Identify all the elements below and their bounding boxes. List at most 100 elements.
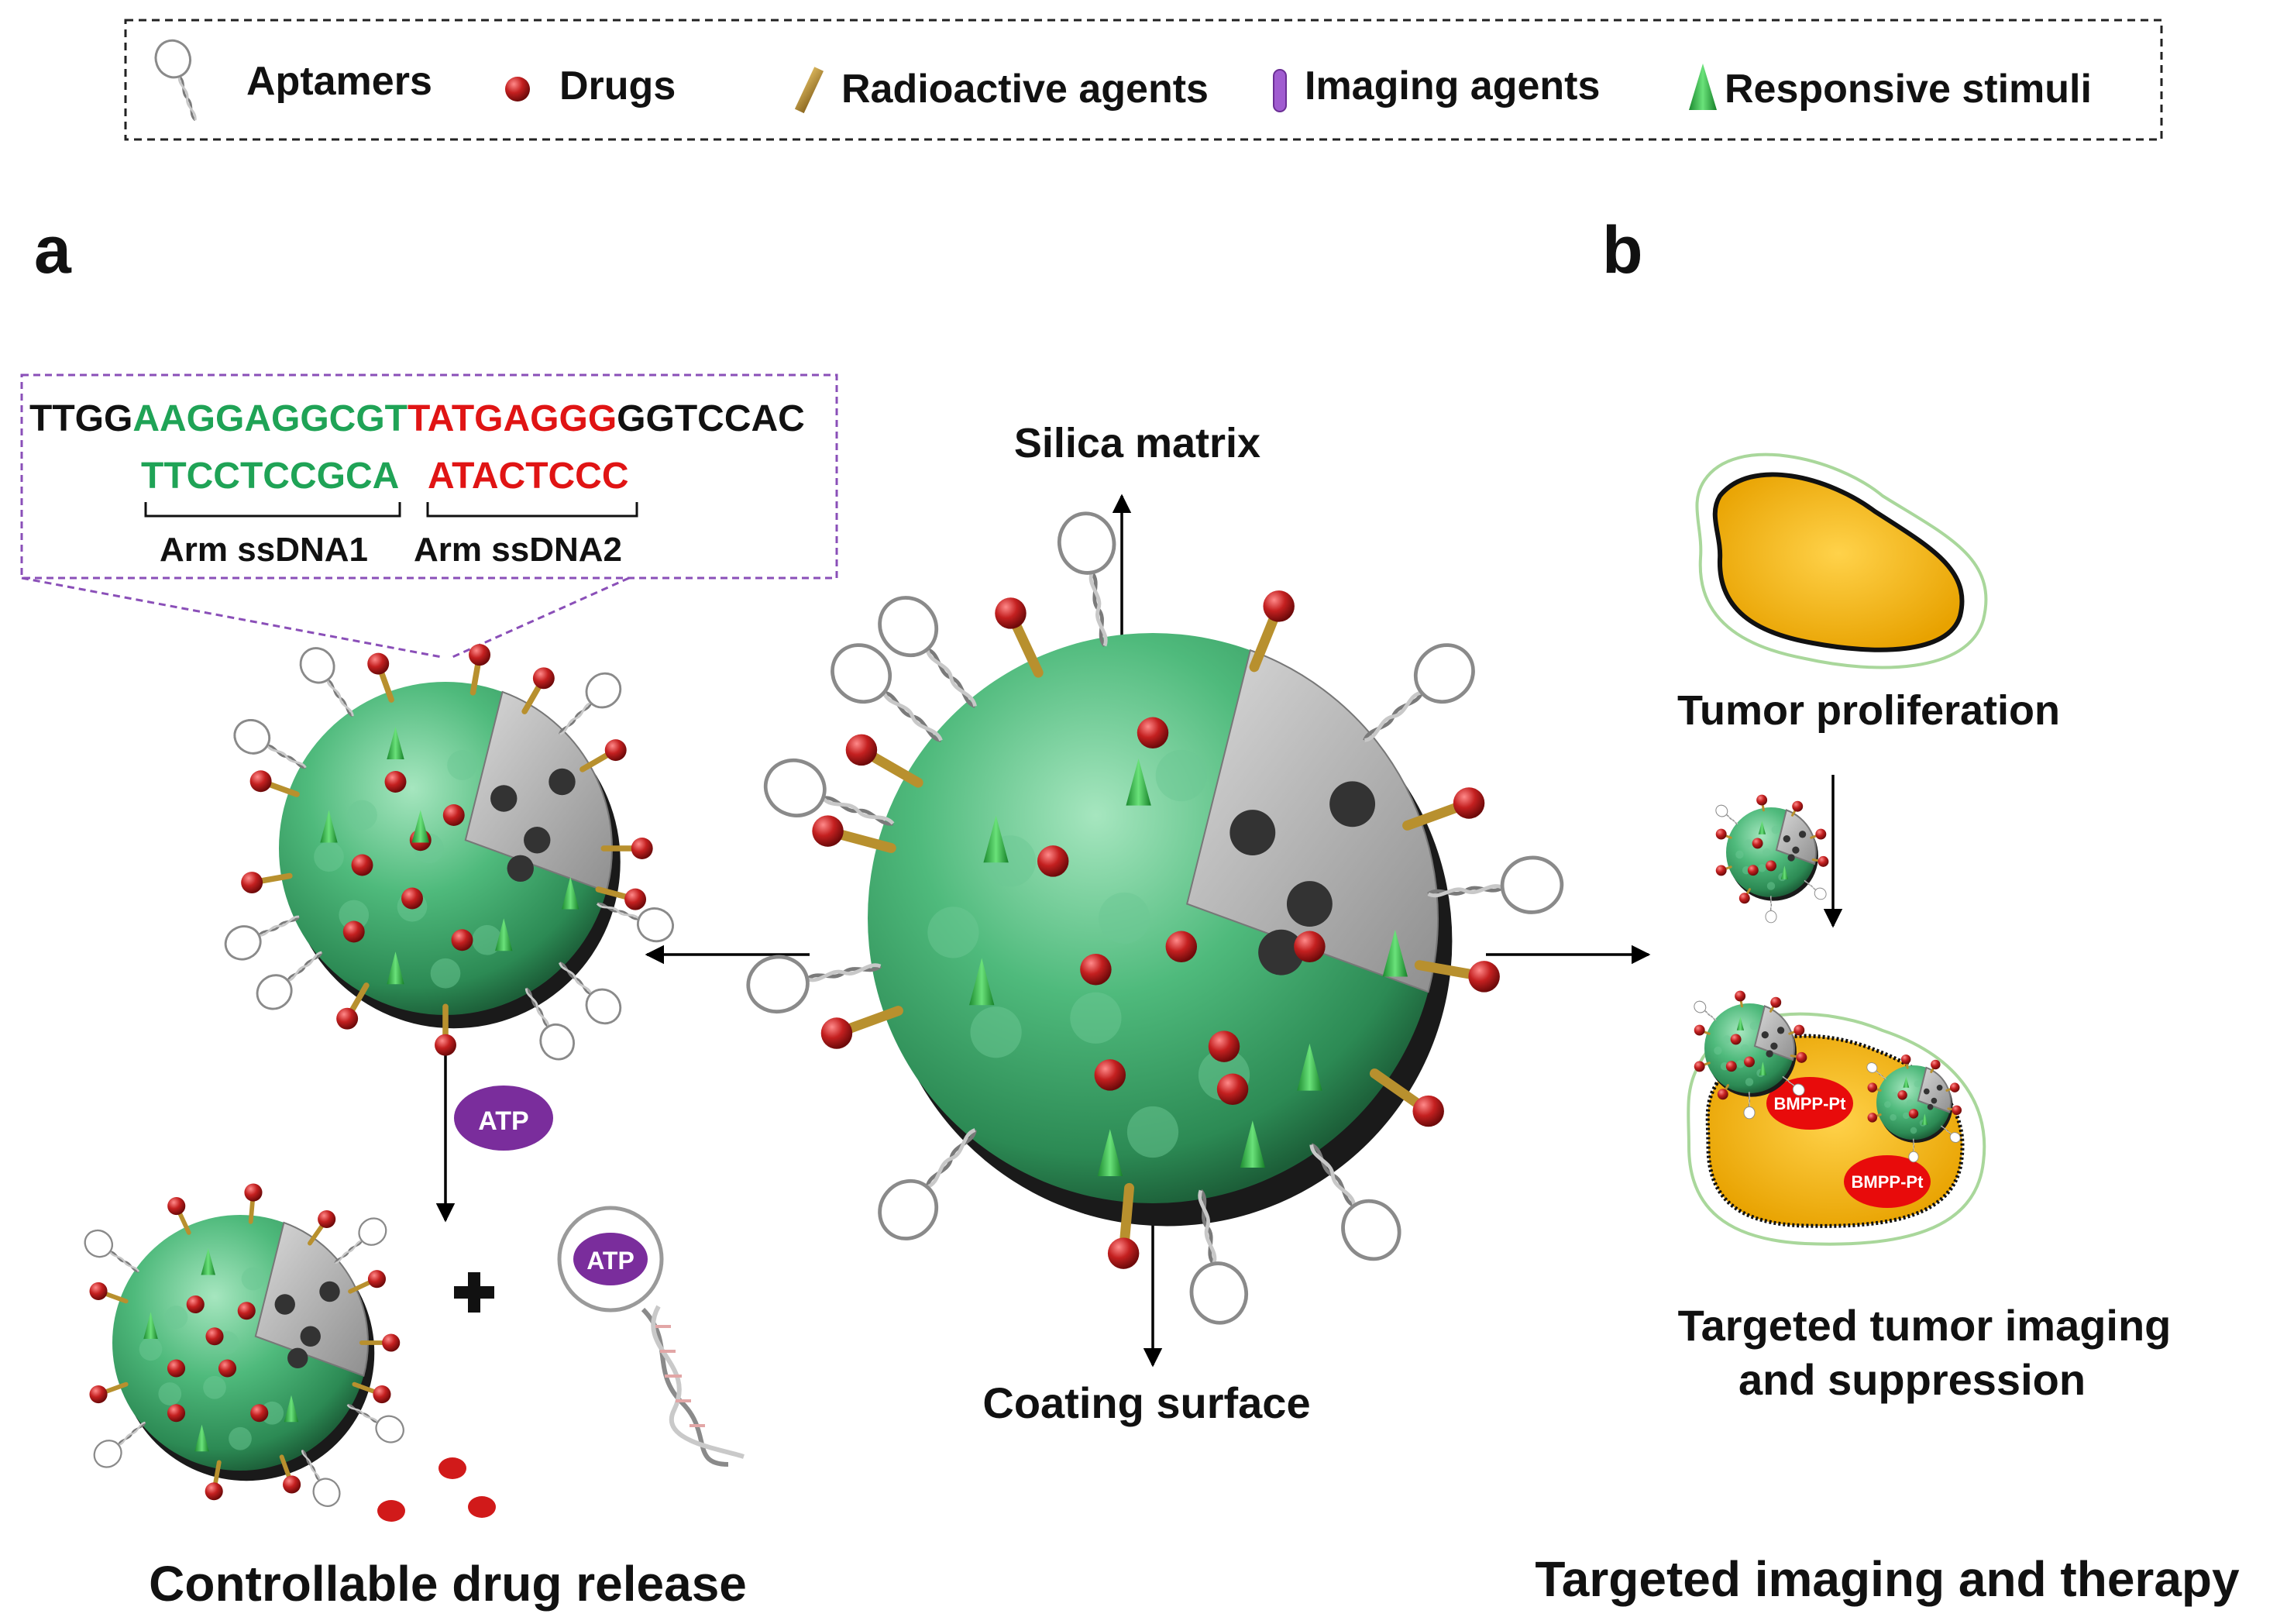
nanoparticle-center	[744, 509, 1564, 1327]
tumor-proliferation-graphic	[1695, 452, 1988, 669]
capped-drug	[1952, 1105, 1962, 1116]
targeted-tumor-line1: Targeted tumor imaging	[1678, 1301, 2172, 1350]
capped-drug	[469, 644, 491, 666]
responsive-stimulus	[143, 1312, 158, 1340]
arm1-label: Arm ssDNA1	[160, 531, 368, 569]
wedge-pore	[507, 855, 534, 883]
responsive-stimulus	[387, 727, 404, 759]
tumor-body	[1712, 472, 1965, 652]
sphere-pore	[1884, 1101, 1891, 1108]
drug-molecule	[1080, 954, 1112, 986]
drug-molecule	[1165, 931, 1198, 963]
responsive-stimulus	[1758, 821, 1766, 834]
capped-drug	[624, 888, 647, 910]
tumor-outer-membrane-targeted	[1687, 1012, 1986, 1246]
wedge-pore	[1766, 1050, 1773, 1058]
responsive-stimulus	[1097, 1129, 1123, 1177]
capped-drug	[1738, 893, 1750, 904]
sphere-pore	[1745, 1078, 1754, 1086]
capped-drug	[604, 739, 627, 762]
bmpp-pt-ellipse	[1844, 1155, 1931, 1208]
atp-bound-label: ATP	[586, 1247, 635, 1275]
aptamer	[547, 665, 629, 747]
capped-drug	[1931, 1059, 1941, 1070]
capped-drug	[1900, 1054, 1911, 1065]
capped-drug	[1949, 1082, 1960, 1092]
wedge-pore	[1229, 810, 1276, 856]
responsive-stimulus	[1780, 865, 1789, 879]
capped-drug	[1107, 1237, 1140, 1269]
capped-drug	[241, 872, 263, 894]
seq-bottom-red: ATACTCCC	[428, 456, 629, 497]
sequence-box: TTGGAAGGAGGCGTTATGAGGGGGTCCAC TTCCTCCGCA…	[20, 373, 838, 659]
drug-molecule	[237, 1302, 256, 1320]
wedge-pore	[1787, 854, 1795, 862]
legend-stimuli-label: Responsive stimuli	[1725, 67, 2092, 112]
legend-imaging-label: Imaging agents	[1305, 64, 1600, 108]
nanoparticle-bound-2	[1864, 1054, 1963, 1163]
wedge-pore	[319, 1281, 340, 1302]
panel-label-a: a	[34, 213, 72, 287]
sphere-pore	[164, 1306, 188, 1329]
drug-molecule	[1094, 1059, 1126, 1091]
seq-bottom-green: TTCCTCCGCA	[141, 456, 399, 497]
sphere-pore	[927, 907, 979, 958]
legend-radioactive-icon	[794, 67, 824, 114]
nanoparticle-small-targeting	[1713, 794, 1829, 924]
aptamer	[744, 939, 885, 1016]
capped-drug	[1468, 961, 1500, 993]
responsive-stimulus	[983, 815, 1009, 863]
cutaway-wedge	[1185, 649, 1439, 993]
aptamer-base-pairs	[655, 1325, 705, 1427]
wedge-pore	[300, 1326, 321, 1347]
capped-drug	[1715, 865, 1727, 876]
wedge-pore	[1783, 834, 1790, 843]
capped-drug	[244, 1183, 263, 1202]
drug-molecule	[384, 771, 407, 793]
capped-drug	[249, 770, 272, 793]
responsive-stimulus	[201, 1247, 215, 1275]
nanoparticle-released	[78, 1183, 410, 1512]
capped-drug	[367, 652, 390, 675]
responsive-stimulus	[495, 918, 513, 951]
nanoparticle-bound-1	[1691, 990, 1807, 1120]
sphere-pore	[1903, 1112, 1910, 1120]
released-drug	[438, 1457, 466, 1479]
seq-top-red: TATGAGGG	[408, 398, 617, 439]
legend-stimuli-icon	[1689, 64, 1717, 110]
seq-top-black2: GGTCCAC	[617, 398, 805, 439]
controllable-release-caption: Controllable drug release	[149, 1556, 747, 1612]
wedge-pore	[1776, 1027, 1785, 1034]
atp-badge: ATP	[454, 1086, 553, 1151]
wedge-pore	[549, 768, 576, 796]
responsive-stimulus	[1382, 929, 1408, 977]
bracket-arm1	[144, 502, 401, 518]
responsive-stimulus	[1240, 1120, 1265, 1168]
wedge-pore	[1931, 1097, 1938, 1104]
responsive-stimulus	[1736, 1017, 1745, 1030]
capped-drug	[336, 1007, 359, 1030]
capped-drug	[167, 1196, 186, 1216]
panel-label-b: b	[1602, 213, 1643, 287]
responsive-stimulus	[320, 810, 338, 843]
responsive-stimulus	[284, 1395, 299, 1423]
capped-drug	[631, 838, 653, 859]
capped-drug	[1796, 1051, 1807, 1063]
drug-molecule	[351, 854, 373, 876]
capped-drug	[435, 1034, 456, 1056]
responsive-stimulus	[1903, 1076, 1910, 1088]
wedge-pore	[1258, 929, 1305, 975]
drug-molecule	[167, 1404, 186, 1423]
sphere-pore	[1762, 848, 1771, 857]
sphere-pore	[1722, 1035, 1732, 1044]
sphere-pore	[1749, 1021, 1759, 1030]
sphere-pore	[1740, 1044, 1749, 1053]
targeted-tumor-line2: and suppression	[1738, 1355, 2086, 1404]
drug-molecule	[1752, 838, 1763, 849]
sphere-pore	[1735, 850, 1744, 859]
sphere-pore	[1910, 1127, 1917, 1134]
sphere-pore	[1891, 1092, 1899, 1099]
capped-drug	[283, 1475, 301, 1494]
sphere-pore	[1914, 1080, 1921, 1088]
drug-molecule	[1725, 1061, 1737, 1072]
